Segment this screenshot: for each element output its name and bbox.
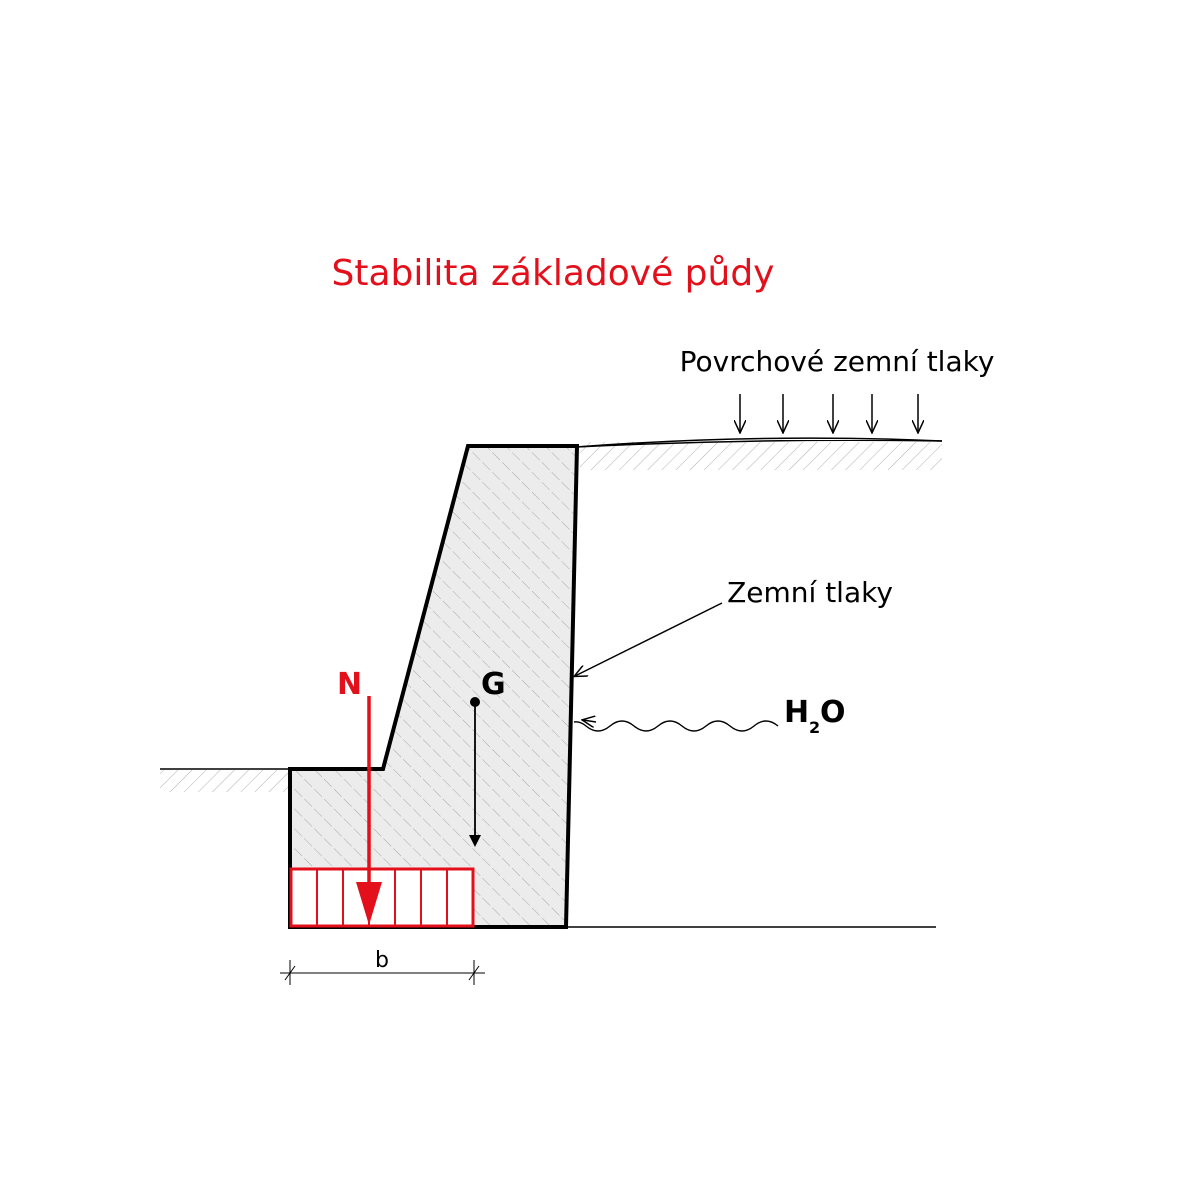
earth-pressure-label: Zemní tlaky [727, 576, 893, 609]
diagram-title: Stabilita základové půdy [332, 253, 775, 294]
lower-left-soil [160, 768, 290, 792]
width-dimension [280, 960, 485, 985]
upper-soil-surface [575, 420, 943, 470]
contact-stress-block [289, 867, 475, 928]
earth-pressure-arrow [575, 602, 723, 676]
gravity-label: G [481, 667, 506, 702]
water-pressure-arrowhead [583, 720, 597, 722]
surface-pressure-label: Povrchové zemní tlaky [680, 345, 995, 378]
water-label-h: H [784, 695, 809, 730]
water-pressure-wave [573, 720, 779, 732]
retaining-wall [288, 444, 580, 929]
normal-force-label: N [337, 667, 362, 702]
water-label-o: O [820, 695, 846, 730]
normal-force-arrow [356, 696, 382, 925]
width-label: b [375, 948, 389, 973]
surface-pressure-arrows [740, 394, 918, 432]
water-label-subscript: 2 [809, 718, 820, 737]
